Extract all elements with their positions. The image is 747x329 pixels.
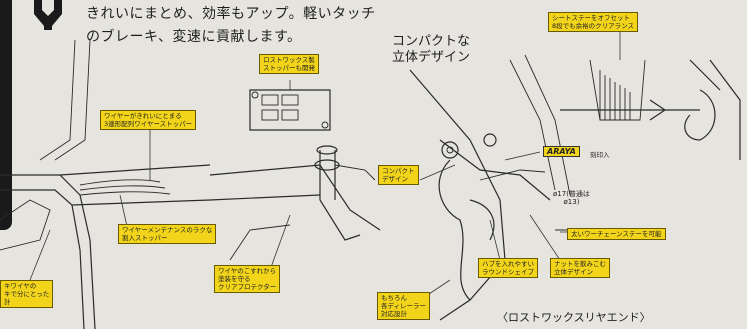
- callout-chainstay: 太いワーチェーンステーを可能: [567, 228, 666, 240]
- araya-caption: 刻印入: [590, 151, 610, 159]
- callout-compact-design: コンパクト デザイン: [378, 165, 419, 185]
- dimension-label: ø17(普通は ø13): [553, 190, 590, 206]
- callout-derailleur: もちろん 各ディレーラー 対応設計: [377, 292, 431, 320]
- callout-stopper-development: ロストワックス製 ストッパーも開発: [259, 54, 319, 74]
- intro-text-line2: のブレーキ、変速に貢献します。: [86, 29, 302, 45]
- callout-clear-protector: ワイヤのこすれから 塗装を守る クリアプロテクター: [214, 265, 281, 293]
- callout-hub-shape: ハブを入れやすい ラウンドシェイプ: [478, 258, 538, 278]
- callout-nut-design: ナットを飲みこむ 立体デザイン: [550, 258, 610, 278]
- intro-text-line1: きれいにまとめ、効率もアップ。軽いタッチ: [86, 6, 376, 22]
- wrench-icon: [34, 0, 62, 30]
- araya-logo: ARAYA: [543, 146, 580, 157]
- callout-maintenance-stopper: ワイヤーメンテナンスのラクな 割入ストッパー: [118, 224, 217, 244]
- callout-seatstay-offset: シートステーをオフセット 8段でも余裕のクリアランス: [548, 12, 639, 32]
- section-title: コンパクトな 立体デザイン: [392, 34, 471, 65]
- left-edge-bar: [0, 0, 12, 230]
- callout-wire-stopper: ワイヤーがきれいにとまる 3連形配列ワイヤーストッパー: [100, 110, 197, 130]
- callout-wire-left: キワイヤの キで分にとった 計: [0, 280, 54, 308]
- bottom-caption: 〈ロストワックスリヤエンド〉: [497, 311, 651, 324]
